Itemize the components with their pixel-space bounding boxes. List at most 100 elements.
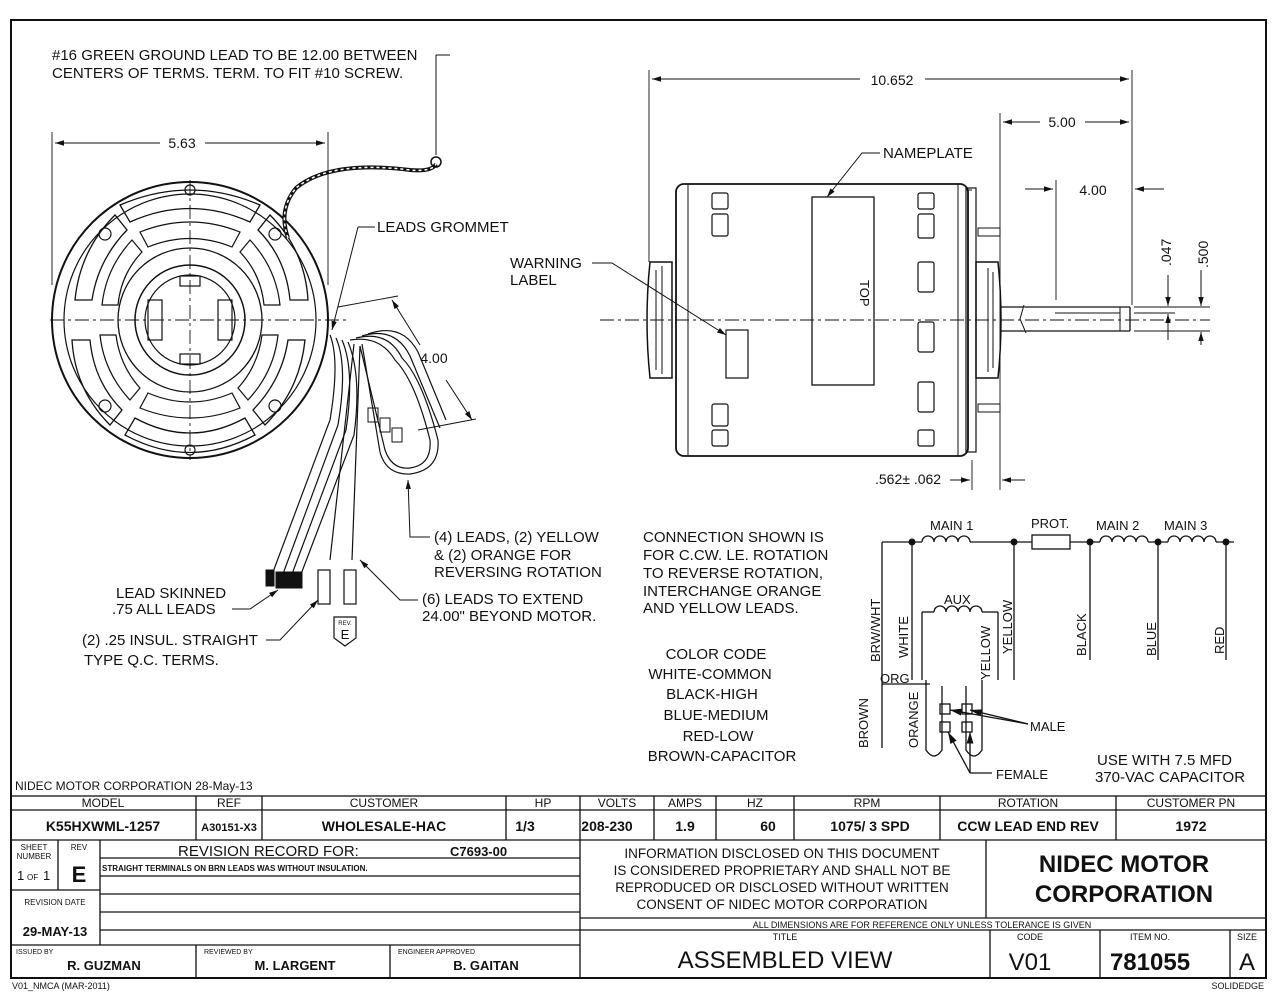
note-skinned-2: .75 ALL LEADS xyxy=(112,601,216,618)
value-hz: 60 xyxy=(760,818,776,834)
connection-note: CONNECTION SHOWN IS FOR C.CW. LE. ROTATI… xyxy=(643,529,828,617)
sheet-number: 1 xyxy=(17,868,24,883)
header-hz: HZ xyxy=(747,796,763,810)
title-label: TITLE xyxy=(773,932,798,942)
rev-value: E xyxy=(72,862,87,887)
note-skinned-1: LEAD SKINNED xyxy=(116,585,226,602)
wiring-schematic: MAIN 1 PROT. MAIN 2 MAIN 3 AUX ORG MALE … xyxy=(856,516,1245,786)
header-ref: REF xyxy=(217,796,241,810)
value-amps: 1.9 xyxy=(675,818,695,834)
note-insul-2: TYPE Q.C. TERMS. xyxy=(84,652,219,669)
color-code-item: BLUE-MEDIUM xyxy=(663,707,768,724)
schematic-black: BLACK xyxy=(1074,613,1089,656)
sheet-label-1: SHEET xyxy=(21,843,48,852)
size-value: A xyxy=(1239,949,1255,976)
connection-line-3: TO REVERSE ROTATION, xyxy=(643,565,823,582)
form-id: V01_NMCA (MAR-2011) xyxy=(12,981,110,991)
note-nameplate: NAMEPLATE xyxy=(883,145,973,162)
schematic-yellow-2: YELLOW xyxy=(1000,599,1015,654)
schematic-prot: PROT. xyxy=(1031,516,1069,531)
sheet-label-2: NUMBER xyxy=(17,852,52,861)
dim-4-00-shaft-label: 4.00 xyxy=(1079,182,1106,198)
color-code-item: WHITE-COMMON xyxy=(648,666,771,683)
color-code: COLOR CODE WHITE-COMMON BLACK-HIGH BLUE-… xyxy=(648,646,797,765)
engineer: B. GAITAN xyxy=(453,958,518,973)
info-line-1: INFORMATION DISCLOSED ON THIS DOCUMENT xyxy=(624,846,939,861)
color-code-item: BLACK-HIGH xyxy=(666,686,758,703)
schematic-red: RED xyxy=(1212,627,1227,654)
note-warning-1: WARNING xyxy=(510,255,582,272)
schematic-male: MALE xyxy=(1030,719,1066,734)
size-label: SIZE xyxy=(1237,932,1257,942)
note-six-leads-2: 24.00" BEYOND MOTOR. xyxy=(422,608,596,625)
dimension-5-63: 5.63 xyxy=(51,132,329,285)
note-six-leads-1: (6) LEADS TO EXTEND xyxy=(422,591,583,608)
color-code-item: BROWN-CAPACITOR xyxy=(648,748,797,765)
connection-line-2: FOR C.CW. LE. ROTATION xyxy=(643,547,828,564)
ground-lead xyxy=(282,54,450,239)
software-tag: SOLIDEDGE xyxy=(1211,981,1264,991)
schematic-main3: MAIN 3 xyxy=(1164,518,1207,533)
side-dimensions: 10.652 5.00 4.00 .047 .500 .562± .062 xyxy=(648,70,1211,490)
header-amps: AMPS xyxy=(668,796,702,810)
code-label: CODE xyxy=(1017,932,1043,942)
motor-side-view xyxy=(600,183,1210,457)
dim-4-00-label: 4.00 xyxy=(420,350,447,366)
connection-line-4: INTERCHANGE ORANGE xyxy=(643,583,821,600)
header-rpm: RPM xyxy=(854,796,881,810)
note-four-leads-2: & (2) ORANGE FOR xyxy=(434,547,572,564)
value-ref: A30151-X3 xyxy=(201,822,257,834)
reviewed-by-label: REVIEWED BY xyxy=(204,949,253,956)
schematic-white: WHITE xyxy=(896,616,911,658)
issued-by: R. GUZMAN xyxy=(67,958,141,973)
schematic-orange: ORANGE xyxy=(906,691,921,748)
connection-line-1: CONNECTION SHOWN IS xyxy=(643,529,824,546)
corp-date-stamp: NIDEC MOTOR CORPORATION 28-May-13 xyxy=(15,779,253,793)
value-customer-pn: 1972 xyxy=(1175,818,1206,834)
value-rpm: 1075/ 3 SPD xyxy=(830,818,909,834)
drawing-title: ASSEMBLED VIEW xyxy=(678,947,893,974)
value-customer: WHOLESALE-HAC xyxy=(322,818,446,834)
value-hp: 1/3 xyxy=(515,818,535,834)
issued-by-label: ISSUED BY xyxy=(16,949,54,956)
dim-562-label: .562± .062 xyxy=(875,471,941,487)
note-four-leads-3: REVERSING ROTATION xyxy=(434,564,602,581)
motor-end-view xyxy=(50,180,350,460)
header-rotation: ROTATION xyxy=(998,796,1058,810)
schematic-aux: AUX xyxy=(944,592,971,607)
company-name-1: NIDEC MOTOR xyxy=(1039,851,1209,878)
reviewed-by: M. LARGENT xyxy=(255,958,336,973)
schematic-org: ORG xyxy=(880,671,910,686)
schematic-yellow-1: YELLOW xyxy=(978,625,993,680)
revision-note: STRAIGHT TERMINALS ON BRN LEADS WAS WITH… xyxy=(102,864,368,873)
value-volts: 208-230 xyxy=(581,818,633,834)
sheet-of-word: OF xyxy=(27,873,38,882)
dimension-4-00-leads: 4.00 xyxy=(337,295,477,431)
code-value: V01 xyxy=(1009,949,1052,976)
lead-wires xyxy=(265,330,447,605)
color-code-item: RED-LOW xyxy=(683,728,755,745)
item-number: 781055 xyxy=(1110,949,1190,976)
item-label: ITEM NO. xyxy=(1130,932,1170,942)
header-model: MODEL xyxy=(82,796,125,810)
dim-5-63-label: 5.63 xyxy=(168,135,195,151)
header-hp: HP xyxy=(535,796,552,810)
schematic-brown: BROWN xyxy=(856,698,871,748)
company-name-2: CORPORATION xyxy=(1035,881,1213,908)
engineer-label: ENGINEER APPROVED xyxy=(398,949,475,956)
capacitor-note-2: 370-VAC CAPACITOR xyxy=(1095,769,1245,786)
header-volts: VOLTS xyxy=(598,796,636,810)
header-customer: CUSTOMER xyxy=(350,796,419,810)
revision-date: 29-MAY-13 xyxy=(23,924,88,939)
sheet-total: 1 xyxy=(43,868,50,883)
value-model: K55HXWML-1257 xyxy=(46,818,161,834)
note-ground-lead-1: #16 GREEN GROUND LEAD TO BE 12.00 BETWEE… xyxy=(52,47,417,64)
schematic-female: FEMALE xyxy=(996,767,1048,782)
note-insul-1: (2) .25 INSUL. STRAIGHT xyxy=(82,632,258,649)
sheet-border xyxy=(10,19,1267,979)
rev-label: REV xyxy=(71,843,88,852)
header-customer-pn: CUSTOMER PN xyxy=(1147,796,1235,810)
side-view-labels: NAMEPLATE WARNING LABEL TOP xyxy=(510,145,973,336)
info-line-2: IS CONSIDERED PROPRIETARY AND SHALL NOT … xyxy=(614,863,951,878)
